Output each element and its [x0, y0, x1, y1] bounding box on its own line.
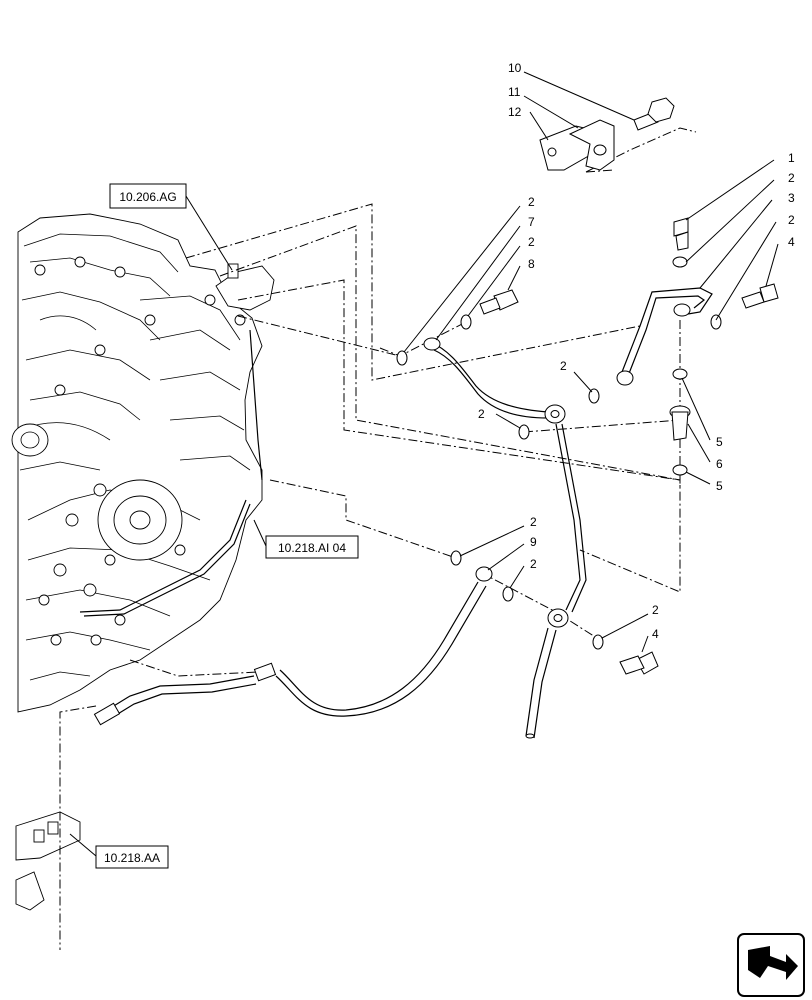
- reference-10-218-ai-04[interactable]: 10.218.AI 04: [265, 535, 359, 559]
- callout-2-washer-h: 2: [530, 557, 537, 571]
- callout-2-washer-c: 2: [528, 195, 535, 209]
- callout-2-washer-i: 2: [652, 603, 659, 617]
- sealing-washers: [396, 256, 722, 650]
- callout-2-washer-d: 2: [528, 235, 535, 249]
- callout-6: 6: [716, 457, 723, 471]
- callout-9: 9: [530, 535, 537, 549]
- callout-4-upper: 4: [788, 235, 795, 249]
- banjo-bolts: [479, 217, 779, 675]
- engine-block-illustration: [11, 213, 275, 713]
- banjo-pipe-upper: [423, 337, 587, 739]
- callout-11: 11: [508, 85, 521, 99]
- callout-8: 8: [528, 257, 535, 271]
- clamp-and-bolt: [539, 97, 675, 171]
- reference-label: 10.206.AG: [119, 190, 176, 204]
- callout-7: 7: [528, 215, 535, 229]
- callout-leaders: [69, 71, 779, 857]
- reference-10-218-aa[interactable]: 10.218.AA: [95, 845, 169, 869]
- callout-2-washer-f: 2: [478, 407, 485, 421]
- callout-2-washer-b: 2: [788, 213, 795, 227]
- callout-5-lower: 5: [716, 479, 723, 493]
- callout-10: 10: [508, 61, 522, 75]
- callout-2-washer-a: 2: [788, 171, 795, 185]
- reference-label: 10.218.AI 04: [278, 541, 346, 555]
- callout-1: 1: [788, 151, 795, 165]
- callout-12: 12: [508, 105, 522, 119]
- banjo-pipe-right: [616, 287, 713, 386]
- lower-fitting-illustration: [15, 811, 81, 911]
- banjo-pipe-lower: [93, 566, 493, 726]
- callout-labels: 10 11 12 1 2 3 2 4 2 7 2 8 2 2 5 6 5 2 9…: [478, 61, 795, 641]
- callout-5-upper: 5: [716, 435, 723, 449]
- page-navigation-arrow-icon[interactable]: [737, 933, 805, 997]
- callout-3: 3: [788, 191, 795, 205]
- callout-2-washer-e: 2: [560, 359, 567, 373]
- callout-2-washer-g: 2: [530, 515, 537, 529]
- reference-10-206-ag[interactable]: 10.206.AG: [109, 183, 187, 209]
- callout-4-lower: 4: [652, 627, 659, 641]
- reference-label: 10.218.AA: [104, 851, 160, 865]
